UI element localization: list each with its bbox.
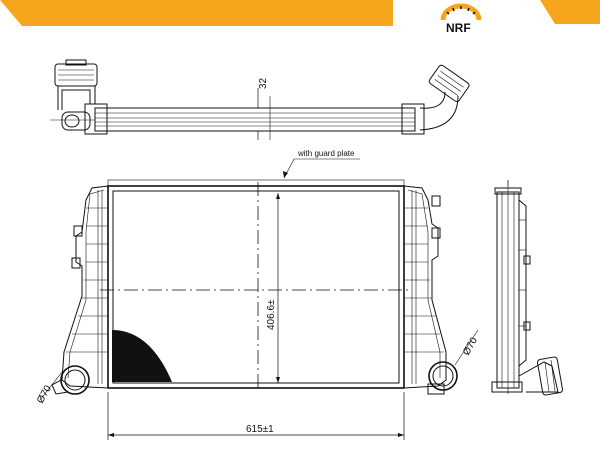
- guard-plate-callout: with guard plate: [283, 149, 360, 179]
- logo-text: NRF: [446, 21, 471, 35]
- width-label: 615±1: [246, 424, 274, 435]
- orange-banner-left: [0, 0, 393, 26]
- right-diameter-label: Ø70: [461, 335, 480, 357]
- left-dark-gusset: [112, 330, 172, 382]
- front-view: 406.6± Ø70: [35, 179, 480, 440]
- top-core: [94, 107, 416, 132]
- guard-plate-label: with guard plate: [297, 149, 355, 158]
- right-top-cap: [428, 64, 470, 103]
- left-top-cap: [54, 63, 98, 87]
- side-view: [491, 180, 563, 396]
- nrf-logo: NRF: [440, 3, 482, 35]
- orange-banner-right: [540, 0, 600, 24]
- right-tank: [403, 185, 447, 389]
- right-pipe-outlet: [428, 361, 458, 391]
- height-label: 406.6±: [266, 299, 277, 330]
- left-tank: [61, 185, 109, 389]
- thickness-label: 32: [258, 77, 269, 89]
- top-view: 32: [50, 59, 470, 140]
- header-banner: [0, 0, 600, 26]
- side-pipe-cap: [537, 356, 563, 396]
